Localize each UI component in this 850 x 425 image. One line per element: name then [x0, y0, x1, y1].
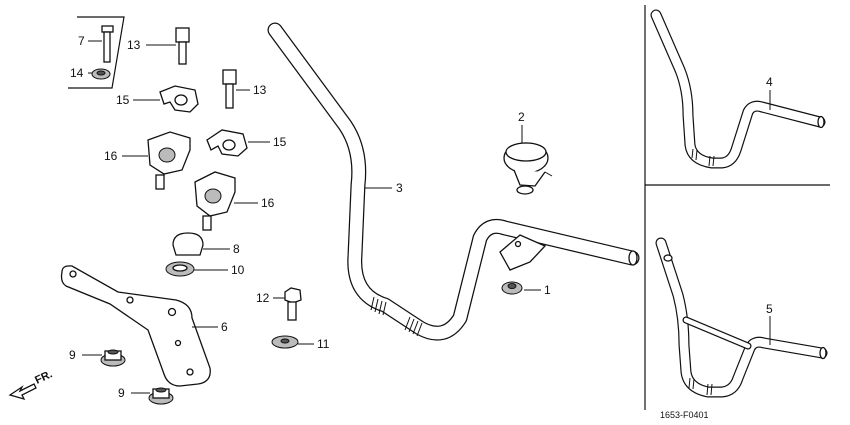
front-label: FR.: [33, 368, 54, 386]
label-8: 8: [233, 242, 240, 256]
knurl-marks-right: [404, 316, 423, 337]
part-15-upper-holder-a: [159, 85, 199, 113]
part-8-dome-nut: [172, 232, 204, 256]
part-2-bell: [503, 142, 553, 195]
label-13a: 13: [127, 38, 141, 52]
diagram-code: 1653-F0401: [660, 410, 709, 420]
part-9-flange-nut-b: [148, 387, 174, 405]
part-13-bolt-b: [222, 69, 237, 109]
bolt-washer-bracket: [68, 16, 125, 89]
part-6-plate: [60, 265, 211, 387]
label-4: 4: [766, 75, 773, 89]
label-13b: 13: [253, 83, 267, 97]
part-11-washer: [271, 335, 299, 349]
label-16b: 16: [261, 196, 275, 210]
part-1-nut: [501, 281, 523, 295]
part-14-washer: [91, 68, 111, 80]
bar-clamp-plate: [499, 234, 547, 271]
label-11: 11: [317, 337, 330, 351]
front-direction-arrow: [8, 383, 37, 401]
label-6: 6: [221, 320, 228, 334]
label-14: 14: [70, 66, 84, 80]
handlebar-variant-4: [650, 9, 826, 169]
label-10: 10: [231, 263, 245, 277]
handlebar-end: [628, 250, 638, 266]
part-13-bolt-a: [175, 27, 190, 65]
label-3: 3: [396, 181, 403, 195]
main-handlebar: [267, 22, 640, 341]
leader-lines: [82, 40, 771, 394]
label-7: 7: [78, 34, 85, 48]
label-15a: 15: [116, 93, 130, 107]
label-5: 5: [766, 302, 773, 316]
part-labels: 7 14 13 13 15 15 16 16 8 10 6 9 9 12 11 …: [33, 34, 773, 420]
part-12-bolt: [284, 287, 302, 321]
label-2: 2: [518, 110, 525, 124]
label-9a: 9: [69, 348, 76, 362]
part-16-lower-holder-b: [194, 171, 236, 231]
label-15b: 15: [273, 135, 287, 149]
label-12: 12: [256, 291, 270, 305]
label-1: 1: [544, 283, 551, 297]
label-16a: 16: [104, 149, 118, 163]
part-16-lower-holder-a: [147, 131, 191, 190]
part-15-upper-holder-b: [206, 129, 248, 157]
part-7-bolt: [101, 25, 114, 63]
handlebar-variant-5: [655, 237, 828, 398]
knurl-marks-left: [370, 296, 387, 316]
label-9b: 9: [118, 386, 125, 400]
part-10-washer: [165, 261, 195, 277]
part-9-flange-nut-a: [100, 349, 126, 367]
